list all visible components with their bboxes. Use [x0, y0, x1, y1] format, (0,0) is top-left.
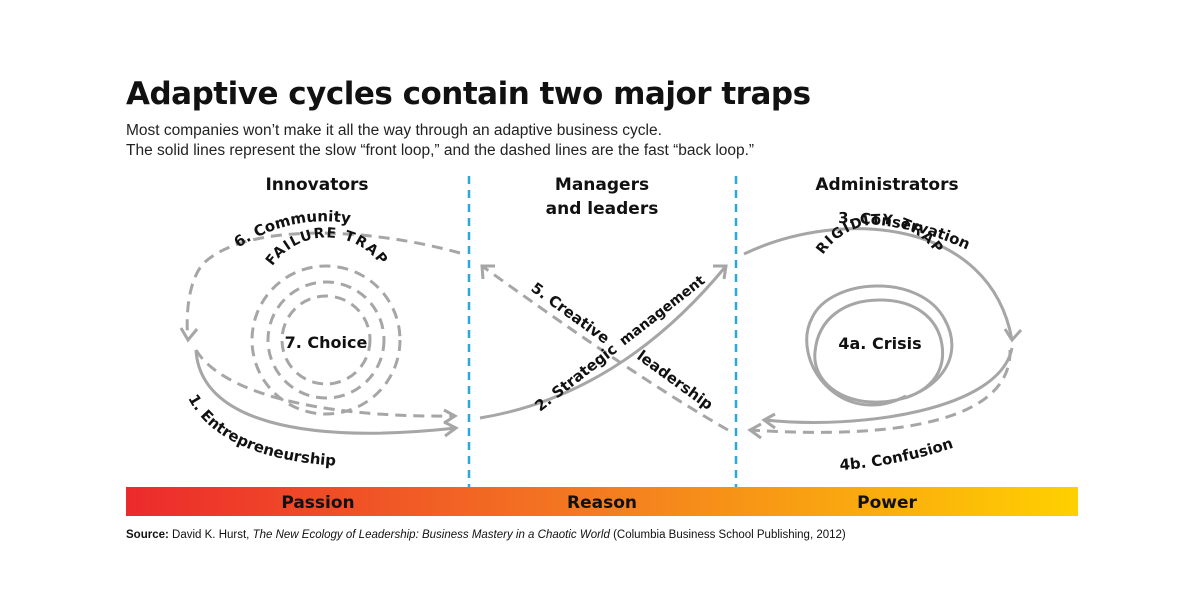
bar-label-power: Power [857, 493, 917, 513]
strategic-management-line [479, 265, 728, 420]
subtitle: Most companies won’t make it all the way… [126, 121, 754, 161]
arrowhead [1003, 328, 1023, 343]
label-confusion: 4b. Confusion [839, 434, 955, 474]
failure-trap-circle-outer [250, 264, 402, 416]
failure-trap-circle-middle [266, 280, 386, 400]
subtitle-line-2: The solid lines represent the slow “fron… [126, 142, 755, 159]
passion-reason-power-bar [126, 487, 1078, 516]
community-loop [185, 231, 461, 341]
entrepreneurship-loop [194, 349, 457, 435]
label-rigidity-trap: RIGIDITY TRAP [813, 212, 946, 258]
column-header-managers-line-2: and leaders [546, 199, 659, 219]
arrowhead [179, 327, 199, 343]
crisis-loop [764, 347, 1014, 424]
label-strategic: 2. Strategic [531, 340, 620, 415]
arrowhead [480, 264, 495, 280]
label-management: management [617, 273, 709, 350]
bar-label-reason: Reason [567, 493, 637, 513]
bar-label-passion: Passion [281, 493, 354, 513]
source-book-title: The New Ecology of Leadership: Business … [252, 529, 610, 541]
column-header-innovators: Innovators [265, 175, 368, 195]
arrowhead [713, 264, 728, 280]
column-header-administrators: Administrators [815, 175, 958, 195]
source-citation: Source: David K. Hurst, The New Ecology … [126, 529, 846, 541]
arrowhead [761, 412, 776, 430]
subtitle-line-1: Most companies won’t make it all the way… [126, 122, 662, 139]
failure-trap-circle-inner [280, 294, 372, 386]
arrowhead [747, 422, 762, 440]
rigidity-spiral [805, 284, 954, 407]
source-label: Source: [126, 529, 169, 541]
conservation-loop [743, 227, 1014, 341]
label-creative: 5. Creative [528, 279, 613, 348]
source-publisher: (Columbia Business School Publishing, 20… [609, 529, 846, 541]
arrowhead [443, 420, 459, 438]
label-failure-trap: FAILURE TRAP [263, 225, 391, 269]
label-crisis: 4a. Crisis [838, 334, 921, 353]
column-header-managers-line-1: Managers [555, 175, 649, 195]
creative-leadership-line [481, 264, 729, 432]
source-author: David K. Hurst, [172, 529, 253, 541]
label-choice: 7. Choice [285, 333, 368, 352]
confusion-loop [749, 349, 1012, 434]
arrowhead [443, 408, 458, 425]
page-title: Adaptive cycles contain two major traps [126, 76, 811, 112]
